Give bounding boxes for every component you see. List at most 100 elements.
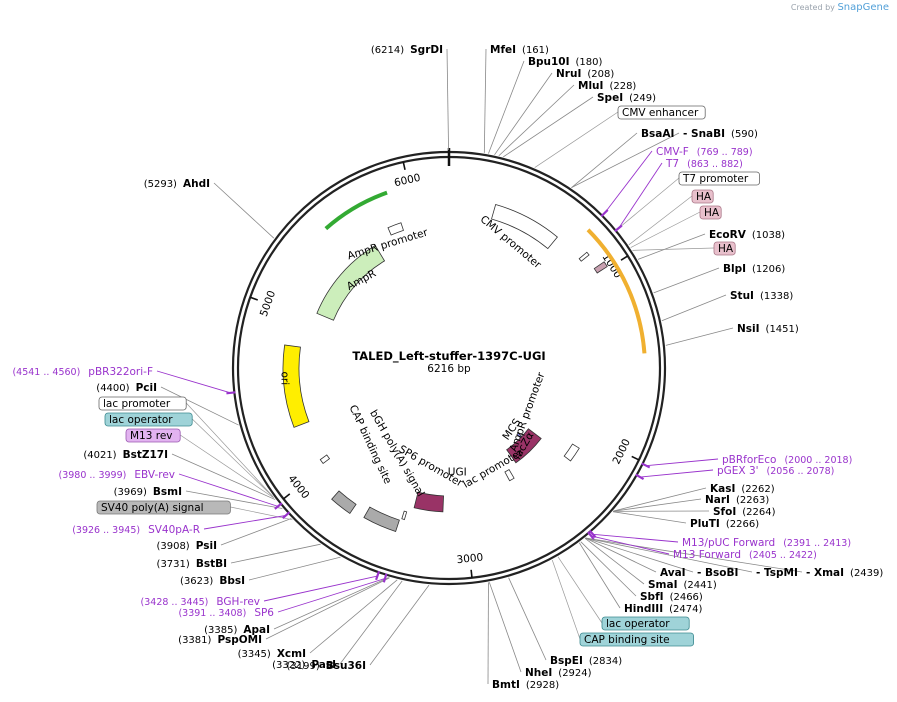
site-label: NarI(2263) <box>705 494 769 506</box>
primer-leader-line <box>592 533 679 543</box>
site-leader-line <box>584 537 645 585</box>
site-label: PluTI(2266) <box>690 518 759 530</box>
site-leader-line <box>585 537 657 573</box>
snapgene-credit: Created by SnapGene <box>791 2 889 13</box>
site-position: (2466) <box>670 592 703 603</box>
site-name: SgrDI <box>410 44 443 56</box>
site-label: SpeI(249) <box>597 92 656 104</box>
feature-badge-text: lac operator <box>109 414 173 426</box>
primer-leader-line <box>203 515 286 530</box>
badge-leader-line <box>630 211 701 248</box>
primer-label: M13 Forward(2405 .. 2422) <box>673 549 817 561</box>
site-label: (3731)BstBI <box>157 558 227 570</box>
site-position: (208) <box>587 69 614 80</box>
site-leader-line <box>637 233 706 260</box>
leader-lines <box>156 48 803 685</box>
site-name: XcmI <box>277 648 306 660</box>
feature-badge <box>98 396 187 411</box>
primer-range: (2405 .. 2422) <box>749 550 817 561</box>
feature-badge-text: HA <box>718 243 734 255</box>
primer-range: (2000 .. 2018) <box>784 455 852 466</box>
primer-label: pGEX 3'(2056 .. 2078) <box>717 465 834 477</box>
feature-ampr-promoter <box>387 222 404 236</box>
feature-label-ugi: UGI <box>448 467 467 479</box>
site-label: MfeI(161) <box>490 44 549 56</box>
feature-cmv-promoter <box>491 204 558 250</box>
site-position: (2928) <box>526 680 559 691</box>
site-leader-line <box>612 511 687 524</box>
primer-mark <box>587 531 595 540</box>
badge-leader-line <box>230 506 293 521</box>
badge-leader-line <box>632 247 715 251</box>
site-label: (3381)PspOMI <box>178 634 262 646</box>
site-leader-line <box>503 96 594 158</box>
site-label: (5293)AhdI <box>144 178 210 190</box>
primer-range: (2056 .. 2078) <box>767 466 835 477</box>
site-label: (3969)BsmI <box>114 486 182 498</box>
site-label: - TspMI <box>756 567 798 579</box>
primer-mark <box>588 529 597 539</box>
primer-range: (3980 .. 3999) <box>59 470 127 481</box>
feature-ha <box>593 261 608 274</box>
primer-name: SP6 <box>254 607 274 619</box>
feature-label-lac-promoter: lac promoter <box>461 446 526 490</box>
site-leader-line <box>369 584 430 666</box>
feature-badge-text: CMV enhancer <box>622 107 699 119</box>
tick-mark <box>470 569 473 578</box>
primer-leader-line <box>263 575 378 602</box>
site-leader-line <box>585 537 694 573</box>
site-leader-line <box>580 541 637 597</box>
site-position: (6214) <box>371 45 404 56</box>
badge-leader-line <box>180 434 275 499</box>
label-layer: MfeI(161)Bpu10I(180)NruI(208)MluI(228)Sp… <box>12 44 883 691</box>
site-position: (1038) <box>752 230 785 241</box>
feature-badge <box>601 616 690 631</box>
badge-leader-line <box>534 111 619 168</box>
site-name: BstBI <box>196 558 227 570</box>
primer-range: (863 .. 882) <box>687 159 743 170</box>
site-leader-line <box>585 537 803 573</box>
site-position: (3385) <box>204 625 237 636</box>
site-position: (590) <box>731 129 758 140</box>
site-name: PsiI <box>196 540 217 552</box>
site-leader-line <box>220 518 292 546</box>
site-label: SbfI(2466) <box>640 591 703 603</box>
badge-leader-line <box>185 402 273 497</box>
site-leader-line <box>213 182 275 239</box>
primer-mark <box>614 224 623 233</box>
feature-badge <box>678 171 760 186</box>
primer-mark <box>382 573 388 583</box>
primer-range: (2391 .. 2413) <box>783 538 851 549</box>
site-leader-line <box>309 579 398 654</box>
feature-badge-text: T7 promoter <box>682 173 749 185</box>
site-label: (3623)BbsI <box>180 575 245 587</box>
feature-bgh-poly-a-signal <box>363 506 400 533</box>
site-leader-line <box>265 577 390 640</box>
tick-mark <box>402 161 406 170</box>
primer-range: (769 .. 789) <box>697 147 753 158</box>
feature-t7-promoter <box>578 251 590 262</box>
site-leader-line <box>273 577 389 630</box>
site-position: (2834) <box>589 656 622 667</box>
primer-label: (3980 .. 3999)EBV-rev <box>59 469 176 481</box>
primer-label: CMV-F(769 .. 789) <box>656 146 753 158</box>
tick-mark <box>249 296 259 301</box>
green-span-arc <box>324 190 388 231</box>
primer-mark <box>600 209 609 218</box>
feature-label-ori: ori <box>278 371 290 385</box>
site-name: BbsI <box>219 575 245 587</box>
site-position: (1206) <box>752 264 785 275</box>
feature-badge <box>96 500 231 515</box>
primer-mark <box>641 462 651 469</box>
credit-prefix: Created by <box>790 3 835 12</box>
site-position: (2924) <box>558 668 591 679</box>
site-position: (2439) <box>850 568 883 579</box>
primer-mark <box>375 570 381 581</box>
site-label: NruI(208) <box>556 68 614 80</box>
site-leader-line <box>171 453 276 500</box>
site-position: (249) <box>629 93 656 104</box>
primer-leader-line <box>618 162 663 229</box>
site-leader-line <box>494 72 553 156</box>
site-name: PasI <box>311 659 336 671</box>
